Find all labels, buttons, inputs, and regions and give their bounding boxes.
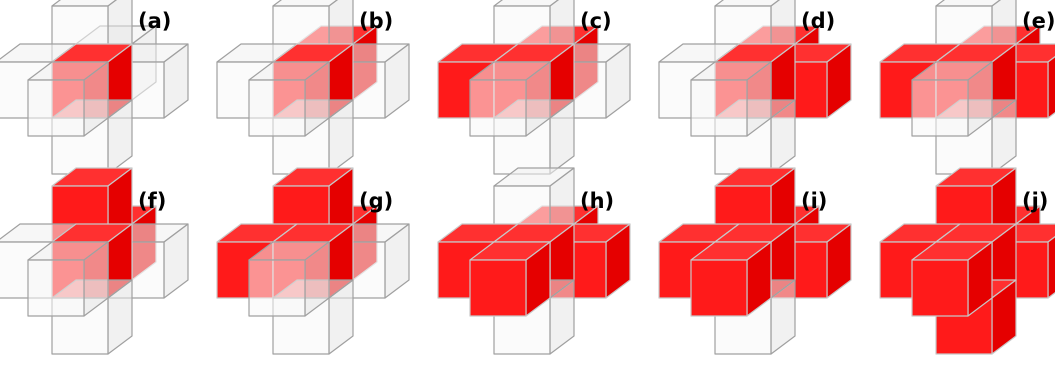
panel-label: (a) [138,9,171,33]
panel-label: (g) [359,189,393,213]
filled-front-cube [469,241,551,317]
panel-label: (d) [801,9,835,33]
panel-j: (j) [879,167,1055,355]
panel-label: (j) [1022,189,1048,213]
panel-label: (f) [138,189,166,213]
empty-front-cube [27,61,109,137]
empty-front-cube [27,241,109,317]
panel-d: (d) [658,0,852,175]
panel-label: (i) [801,189,827,213]
empty-front-cube [469,61,551,137]
panel-i: (i) [658,167,852,355]
empty-front-cube [248,241,330,317]
filled-front-cube [690,241,772,317]
panel-label: (h) [580,189,614,213]
empty-front-cube [911,61,993,137]
panel-e: (e) [879,0,1055,175]
panel-label: (e) [1022,9,1055,33]
panel-a: (a) [0,0,189,175]
panel-f: (f) [0,167,189,355]
panel-c: (c) [437,0,631,175]
panel-g: (g) [216,167,410,355]
panel-b: (b) [216,0,410,175]
panel-label: (c) [580,9,612,33]
panel-h: (h) [437,167,631,355]
empty-front-cube [690,61,772,137]
empty-front-cube [248,61,330,137]
filled-front-cube [911,241,993,317]
panel-label: (b) [359,9,393,33]
